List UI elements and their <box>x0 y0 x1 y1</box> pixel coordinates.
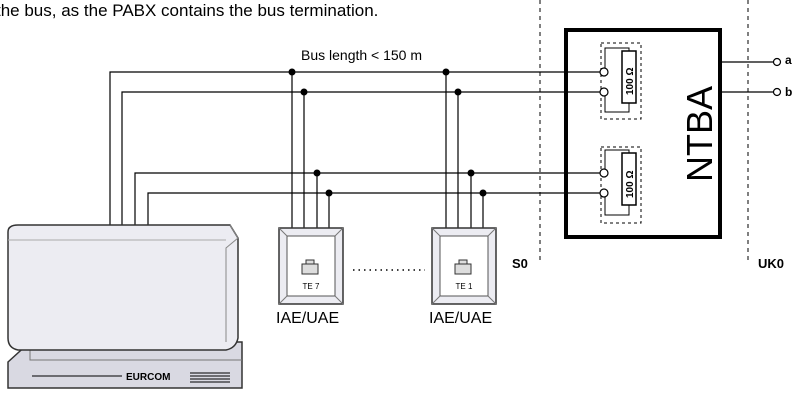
te1-label: TE 1 <box>456 282 473 291</box>
terminal-a <box>772 57 782 67</box>
te7-caption: IAE/UAE <box>276 310 339 327</box>
bus-length-label: Bus length < 150 m <box>301 47 422 63</box>
terminal-b-label: b <box>785 85 792 99</box>
te7-label: TE 7 <box>303 282 320 291</box>
bus-wires <box>109 61 773 228</box>
terminal-a-label: a <box>785 53 792 67</box>
rj45-jack-icon <box>454 263 472 275</box>
te1-socket <box>431 227 497 305</box>
ntba-terminals <box>599 67 609 198</box>
uk0-label: UK0 <box>758 256 784 271</box>
resistor-leads <box>604 47 630 216</box>
pabx-device <box>7 224 243 389</box>
ntba-label: NTBA <box>679 86 720 182</box>
header-text: the bus, as the PABX contains the bus te… <box>0 1 378 20</box>
termination-lower-box <box>600 146 642 224</box>
te7-socket <box>278 227 344 305</box>
ntba-box <box>564 28 722 239</box>
resistor-lower-label: 100 Ω <box>625 171 636 198</box>
s0-label: S0 <box>512 256 528 271</box>
junction-dots <box>288 68 487 197</box>
pabx-brand-label: EURCOM <box>126 372 170 383</box>
resistor-upper-label: 100 Ω <box>625 68 636 95</box>
terminal-b <box>772 87 782 97</box>
rj45-jack-icon <box>301 263 319 275</box>
te1-caption: IAE/UAE <box>429 310 492 327</box>
termination-upper-box <box>600 42 642 120</box>
